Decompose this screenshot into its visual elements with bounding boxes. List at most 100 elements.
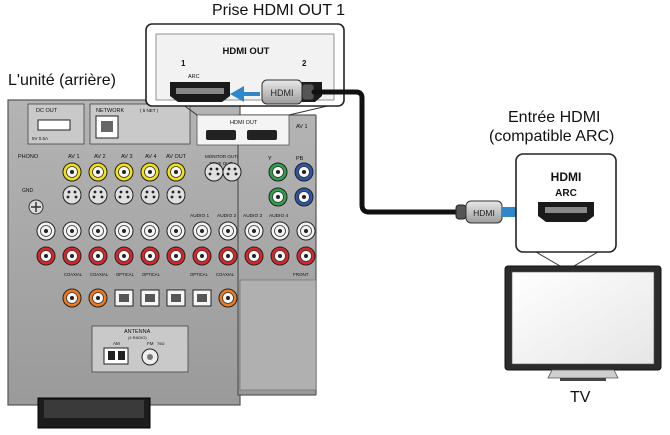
av3-label: AV 3 bbox=[121, 154, 133, 160]
audio1-label: AUDIO 1 bbox=[190, 213, 210, 219]
component-y-jack-1 bbox=[268, 162, 288, 182]
hdmi-cable bbox=[311, 89, 465, 215]
optical-jack-4 bbox=[192, 289, 212, 307]
audio-left-jack-7 bbox=[192, 221, 212, 241]
tv-caption: TV bbox=[570, 389, 591, 406]
optical-jack-2 bbox=[140, 289, 160, 307]
audio-left-jack-3 bbox=[88, 221, 108, 241]
callout-port1-number: 1 bbox=[181, 59, 186, 68]
dc-out-label: DC OUT bbox=[36, 108, 58, 114]
hdmi-out1-caption: Prise HDMI OUT 1 bbox=[212, 2, 346, 19]
audio-right-jack-10 bbox=[270, 246, 290, 266]
audio-right-jack-6 bbox=[166, 246, 186, 266]
dc-out-sub-label: 5V 0.5A bbox=[32, 136, 48, 141]
s-video-jack-5 bbox=[166, 185, 186, 205]
callout-port2-number: 2 bbox=[302, 59, 307, 68]
coaxial-jack-2 bbox=[88, 288, 108, 308]
tv-port-arc-label: ARC bbox=[555, 188, 577, 199]
audio-right-jack-1 bbox=[36, 246, 56, 266]
audio-left-jack-8 bbox=[218, 221, 238, 241]
video-jack-1 bbox=[62, 162, 82, 182]
av-out-label: AV OUT bbox=[166, 154, 187, 160]
audio-left-jack-11 bbox=[296, 221, 316, 241]
hdmi-input-caption: Entrée HDMI bbox=[508, 109, 601, 126]
audio-right-jack-9 bbox=[244, 246, 264, 266]
receiver-plug-label: HDMI bbox=[271, 88, 294, 98]
fm-label: FM bbox=[147, 341, 154, 346]
optical-jack-1 bbox=[114, 289, 134, 307]
s-video-jack-2 bbox=[88, 185, 108, 205]
optical-label-3: OPTICAL bbox=[190, 272, 209, 277]
front-label: FRONT bbox=[293, 272, 309, 277]
phono-label: PHONO bbox=[18, 154, 39, 160]
callout-arc-label: ARC bbox=[188, 74, 200, 80]
unit-rear-caption: L'unité (arrière) bbox=[8, 72, 116, 89]
y-label: Y bbox=[268, 156, 272, 162]
coaxial-label-1: COAXIAL bbox=[64, 272, 83, 277]
monitor-s-video-jack bbox=[204, 162, 224, 182]
arc-compatible-caption: (compatible ARC) bbox=[489, 128, 615, 145]
audio-left-jack-5 bbox=[140, 221, 160, 241]
audio-right-jack-11 bbox=[296, 246, 316, 266]
audio-left-jack-4 bbox=[114, 221, 134, 241]
audio-right-jack-4 bbox=[114, 246, 134, 266]
optical-label-2: OPTICAL bbox=[142, 272, 161, 277]
panel-jacks bbox=[36, 162, 316, 308]
zone-s-video-jack bbox=[222, 162, 242, 182]
audio3-label: AUDIO 3 bbox=[243, 213, 263, 219]
callout-hdmi-out-title: HDMI OUT bbox=[223, 46, 270, 57]
video-jack-4 bbox=[140, 162, 160, 182]
network-label: NETWORK bbox=[96, 108, 124, 114]
av4-label: AV 4 bbox=[145, 154, 157, 160]
hdmi-out-callout: HDMI OUT 1 2 ARC bbox=[145, 23, 345, 116]
tv-hdmi-port-callout: HDMI ARC bbox=[515, 153, 617, 267]
pb-label: PB bbox=[296, 156, 304, 162]
audio-left-jack-6 bbox=[166, 221, 186, 241]
video-jack-2 bbox=[88, 162, 108, 182]
audio-left-jack-1 bbox=[36, 221, 56, 241]
gnd-label: GND bbox=[22, 188, 34, 194]
s-video-jack-3 bbox=[114, 185, 134, 205]
s-video-jack-1 bbox=[62, 185, 82, 205]
video-jack-3 bbox=[114, 162, 134, 182]
optical-label-1: OPTICAL bbox=[116, 272, 135, 277]
monitor-out-label: MONITOR OUT/ bbox=[205, 154, 239, 159]
insert-arrow-receiver bbox=[230, 86, 260, 102]
component-pb-jack-1 bbox=[294, 162, 314, 182]
tv-port-hdmi-title: HDMI bbox=[551, 170, 582, 184]
av-right-label: AV 1 bbox=[296, 124, 308, 130]
audio-right-jack-8 bbox=[218, 246, 238, 266]
coaxial-jack-1 bbox=[62, 288, 82, 308]
audio2-label: AUDIO 2 bbox=[217, 213, 237, 219]
hdmi-small-label: HDMI OUT bbox=[230, 120, 258, 126]
am-label: AM bbox=[113, 341, 120, 346]
coaxial-label-2: COAXIAL bbox=[90, 272, 109, 277]
audio-right-jack-5 bbox=[140, 246, 160, 266]
zone-out-label: ZONE OUT bbox=[209, 161, 233, 166]
audio-left-jack-10 bbox=[270, 221, 290, 241]
av2-label: AV 2 bbox=[94, 154, 106, 160]
audio-right-jack-7 bbox=[192, 246, 212, 266]
component-pb-jack-2 bbox=[294, 187, 314, 207]
hdmi-plug-receiver: HDMI bbox=[261, 79, 315, 105]
tv-illustration bbox=[504, 265, 662, 381]
coaxial-jack-3 bbox=[218, 288, 238, 308]
tv-plug-label: HDMI bbox=[473, 208, 495, 218]
audio-left-jack-2 bbox=[62, 221, 82, 241]
audio4-label: AUDIO 4 bbox=[269, 213, 289, 219]
network-sub-label: ( 5 NET ) bbox=[140, 108, 159, 113]
coaxial-label-3: COAXIAL bbox=[216, 272, 235, 277]
hdmi-plug-tv: HDMI bbox=[455, 200, 503, 224]
s-video-jack-4 bbox=[140, 185, 160, 205]
av1-label: AV 1 bbox=[68, 154, 80, 160]
component-y-jack-2 bbox=[268, 187, 288, 207]
antenna-sub-label: (4 RADIO) bbox=[128, 335, 147, 340]
antenna-label: ANTENNA bbox=[124, 329, 151, 335]
audio-right-jack-3 bbox=[88, 246, 108, 266]
fm-sub-label: 75Ω bbox=[157, 341, 164, 346]
audio-right-jack-2 bbox=[62, 246, 82, 266]
video-jack-5 bbox=[166, 162, 186, 182]
audio-left-jack-9 bbox=[244, 221, 264, 241]
optical-jack-3 bbox=[166, 289, 186, 307]
